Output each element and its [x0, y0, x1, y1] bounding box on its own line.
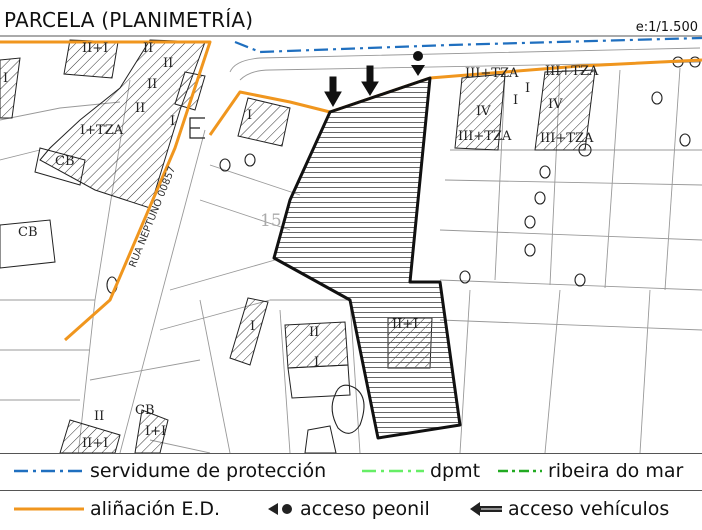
legend-pedestrian-access: acceso peonil	[268, 498, 430, 520]
legend-vehicle-access: acceso vehículos	[470, 498, 669, 520]
label-b8: I	[3, 71, 8, 86]
label-cb3: CB	[135, 403, 155, 418]
parcel-boundaries	[0, 47, 702, 453]
dashdot-line-icon	[362, 469, 424, 473]
label-b23: II+I	[82, 436, 108, 451]
dashdot-line-icon	[498, 469, 542, 473]
legend-row-1: servidume de protección dpmt ribeira do …	[0, 454, 702, 491]
label-b5: II	[135, 101, 145, 116]
legend-label: servidume de protección	[90, 460, 327, 482]
e-symbol	[189, 117, 205, 139]
plain-buildings	[0, 147, 351, 453]
scale-label: e:1/1.500	[635, 20, 698, 35]
legend-label: acceso vehículos	[508, 498, 670, 520]
label-cb2: CB	[18, 225, 38, 240]
legend-shoreline: ribeira do mar	[498, 460, 683, 482]
label-b6: I+TZA	[80, 123, 124, 138]
label-b22: II	[94, 409, 104, 424]
page-title: PARCELA (PLANIMETRÍA)	[4, 8, 254, 32]
label-b20: I	[314, 355, 319, 370]
label-b12: IV	[476, 104, 491, 119]
label-b7: I	[170, 114, 175, 129]
label-b24: I+I	[145, 424, 166, 439]
label-b16: III+TZA	[458, 129, 512, 144]
label-b1: II+I	[82, 41, 108, 56]
label-b21: II+I	[392, 317, 418, 332]
legend-label: dpmt	[430, 460, 481, 482]
label-b17: III+TZA	[540, 131, 594, 146]
vehicle-access-icon	[470, 502, 502, 516]
label-b11: III+TZA	[545, 64, 599, 79]
solid-line-icon	[14, 507, 84, 511]
label-b15: IV	[548, 97, 563, 112]
protection-easement-line	[234, 36, 702, 54]
label-b18: I	[250, 319, 255, 334]
legend-protection-easement: servidume de protección	[14, 460, 326, 482]
label-b2: II	[143, 41, 153, 56]
label-b4: II	[147, 77, 157, 92]
parcel-number: 15	[260, 211, 282, 231]
label-b13: I	[513, 93, 518, 108]
legend-row-2: aliñación E.D. acceso peonil acceso vehí…	[0, 491, 702, 527]
legend-label: ribeira do mar	[548, 460, 684, 482]
legend-label: acceso peonil	[300, 498, 430, 520]
site-plan-map: II+I II II II II I+TZA I I I III+TZA III…	[0, 35, 702, 453]
label-cb1: CB	[55, 154, 75, 169]
legend-dpmt: dpmt	[362, 460, 480, 482]
legend-label: aliñación E.D.	[90, 498, 221, 520]
label-b3: II	[163, 56, 173, 71]
label-b19: II	[309, 325, 319, 340]
label-b14: I	[525, 81, 530, 96]
label-b10: III+TZA	[465, 66, 519, 81]
pedestrian-access-marker	[411, 51, 425, 76]
pedestrian-access-icon	[268, 503, 292, 515]
label-b9: I	[247, 108, 252, 123]
subject-parcel	[272, 76, 462, 440]
legend: servidume de protección dpmt ribeira do …	[0, 453, 702, 530]
vehicle-access-arrows	[324, 65, 379, 108]
dashdot-line-icon	[14, 469, 84, 473]
legend-alignment: aliñación E.D.	[14, 498, 220, 520]
